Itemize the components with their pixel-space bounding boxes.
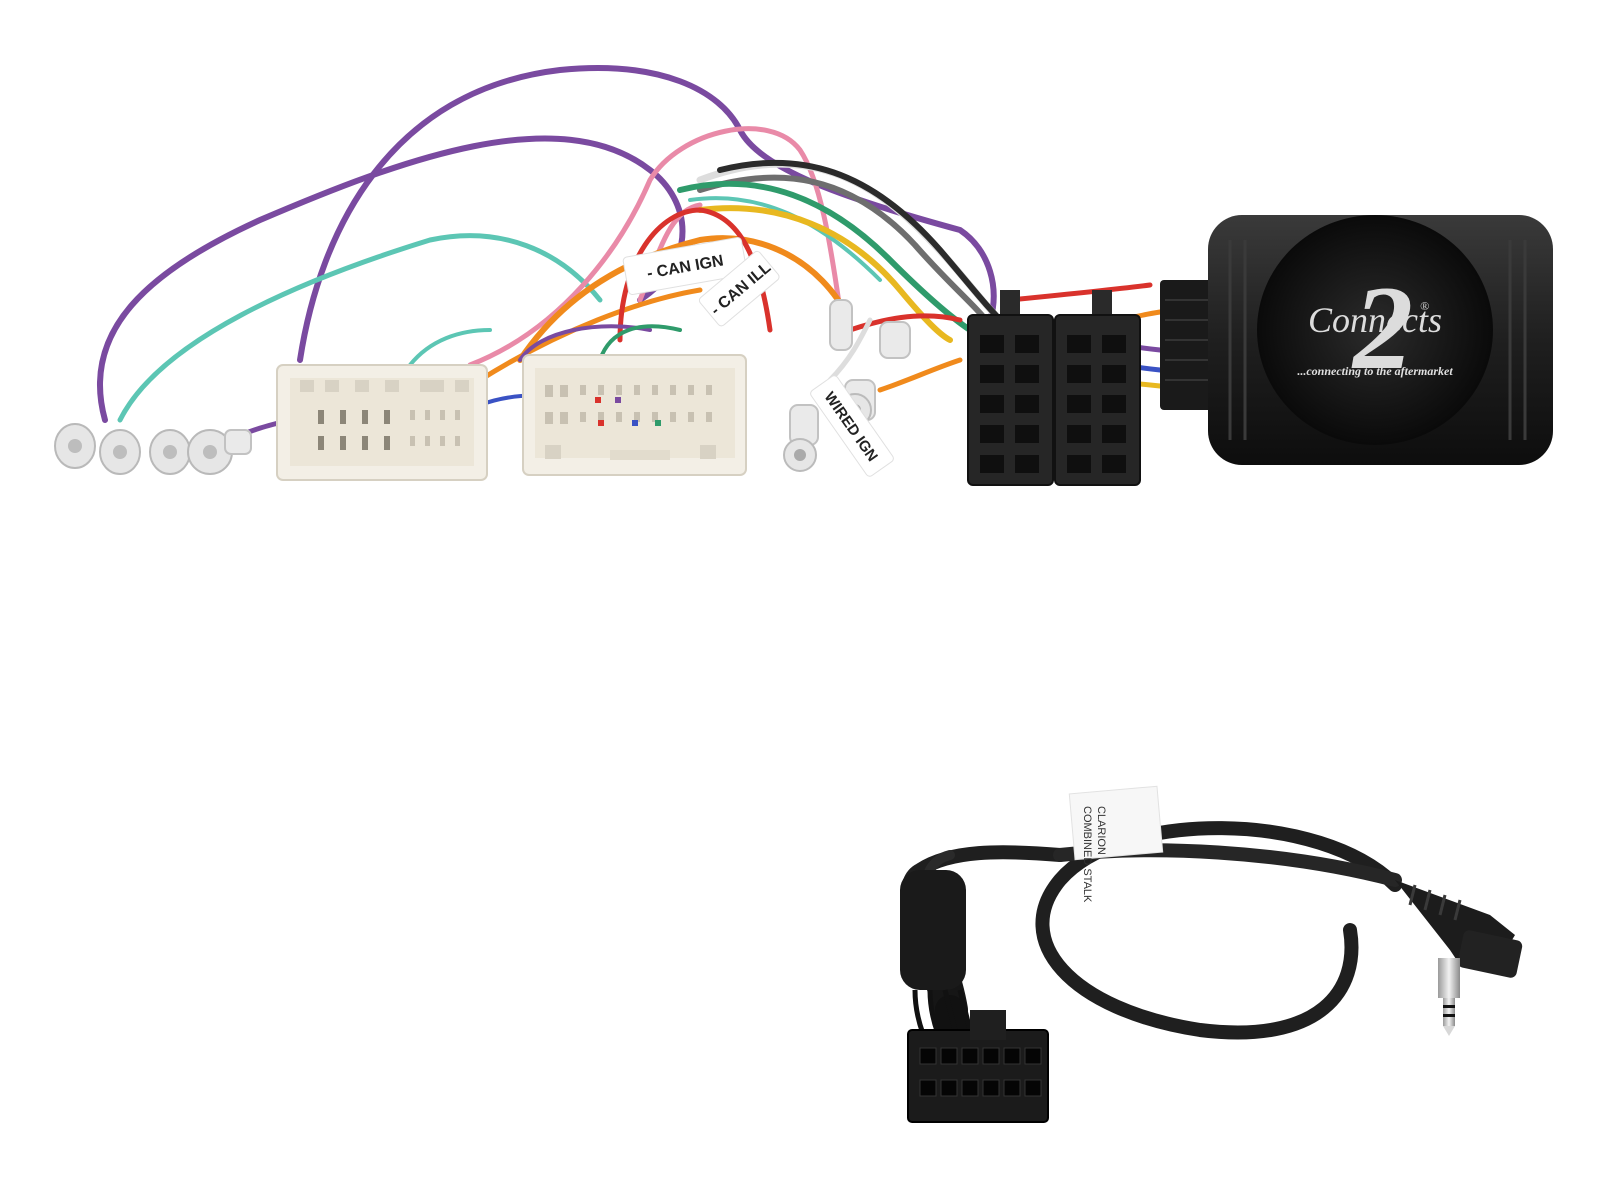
sticker-text-2: COMBINED STALK [1081, 806, 1093, 903]
label-can-ign: - CAN IGN [622, 237, 748, 295]
iso-connectors [967, 290, 1141, 486]
registered-mark: ® [1420, 299, 1429, 313]
cable-wrap [900, 870, 966, 990]
interface-module: 2 Connects ® ...connecting to the afterm… [1208, 215, 1553, 465]
molex-connector [907, 1010, 1049, 1123]
cable-sticker: CLARION COMBINED STALK [1068, 785, 1164, 903]
module-strain-relief [1160, 280, 1215, 410]
logo-tagline: ...connecting to the aftermarket [1297, 364, 1453, 378]
strain-ribs [1165, 299, 1210, 381]
sticker-text-1: CLARION [1095, 806, 1107, 855]
logo-emblem [1257, 215, 1493, 445]
ring-terminals [54, 299, 911, 475]
white-connector-left [276, 364, 488, 481]
logo-numeral: 2 [1351, 261, 1413, 394]
white-connector-right [522, 354, 747, 476]
logo-brand: Connects [1308, 300, 1442, 340]
jack-plug [1395, 880, 1523, 1036]
